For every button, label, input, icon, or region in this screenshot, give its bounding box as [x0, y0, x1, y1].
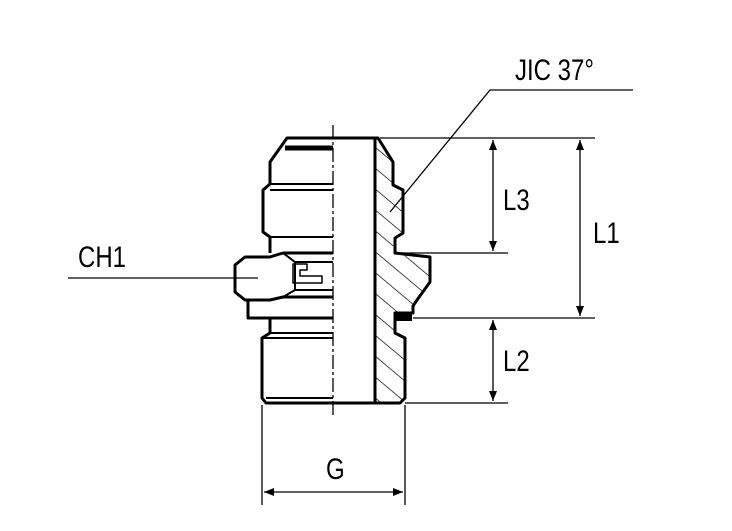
fitting-external-view — [233, 136, 333, 405]
jic-leader — [389, 89, 633, 213]
label-ch1: CH1 — [78, 239, 126, 273]
label-l3: L3 — [503, 182, 530, 216]
o-ring — [396, 313, 412, 321]
section-hatch — [373, 136, 432, 405]
label-jic: JIC 37° — [515, 52, 594, 86]
label-g: G — [326, 451, 345, 485]
label-l2: L2 — [503, 343, 530, 377]
bore — [333, 136, 377, 405]
extension-lines — [261, 137, 595, 505]
label-l1: L1 — [593, 215, 620, 249]
